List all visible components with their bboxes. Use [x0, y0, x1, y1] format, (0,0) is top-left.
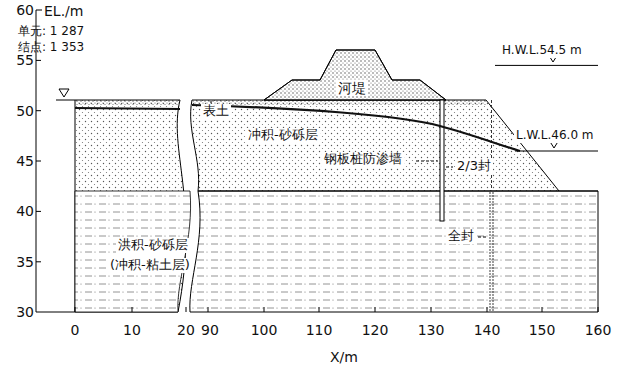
axis-tick: 45 [16, 153, 34, 169]
axis-tick: 40 [16, 203, 34, 219]
seal-note: 2/3封 [455, 159, 493, 174]
axis-tick: 0 [71, 322, 80, 338]
levee-name: 河堤 [336, 80, 368, 96]
axis-tick: 35 [16, 254, 34, 270]
water-level: H.W.L.54.5 m [500, 44, 584, 58]
axis-tick: 60 [16, 2, 34, 18]
layer-name: 冲积-砂砾层 [246, 128, 320, 143]
axis-tick: 140 [474, 322, 501, 338]
axis-tick: 130 [418, 322, 445, 338]
axis-tick: 90 [201, 322, 219, 338]
axis-tick: 150 [529, 322, 556, 338]
layer-name: (冲积-粘土层) [108, 258, 192, 273]
seal-note: 全封 [446, 229, 476, 244]
axis-tick: 100 [251, 322, 278, 338]
layer-name: 洪积-砂砾层 [116, 238, 190, 253]
axis-tick: 30 [16, 304, 34, 320]
axis-tick: 20 [177, 322, 195, 338]
axis-tick: 10 [123, 322, 141, 338]
axis-unit: EL./m [44, 3, 83, 19]
axis-tick: 160 [585, 322, 612, 338]
axis-tick: 110 [306, 322, 333, 338]
axis-title: X/m [330, 349, 358, 365]
layer-name: 表土 [201, 104, 231, 119]
axis-tick: 50 [16, 103, 34, 119]
axis-tick: 120 [362, 322, 389, 338]
axis-tick: 55 [16, 52, 34, 68]
water-level: L.W.L.46.0 m [514, 129, 596, 143]
element-count: 单元: 1 287 [18, 25, 84, 39]
cutoff-wall-name: 钢板桩防渗墙 [322, 152, 404, 167]
